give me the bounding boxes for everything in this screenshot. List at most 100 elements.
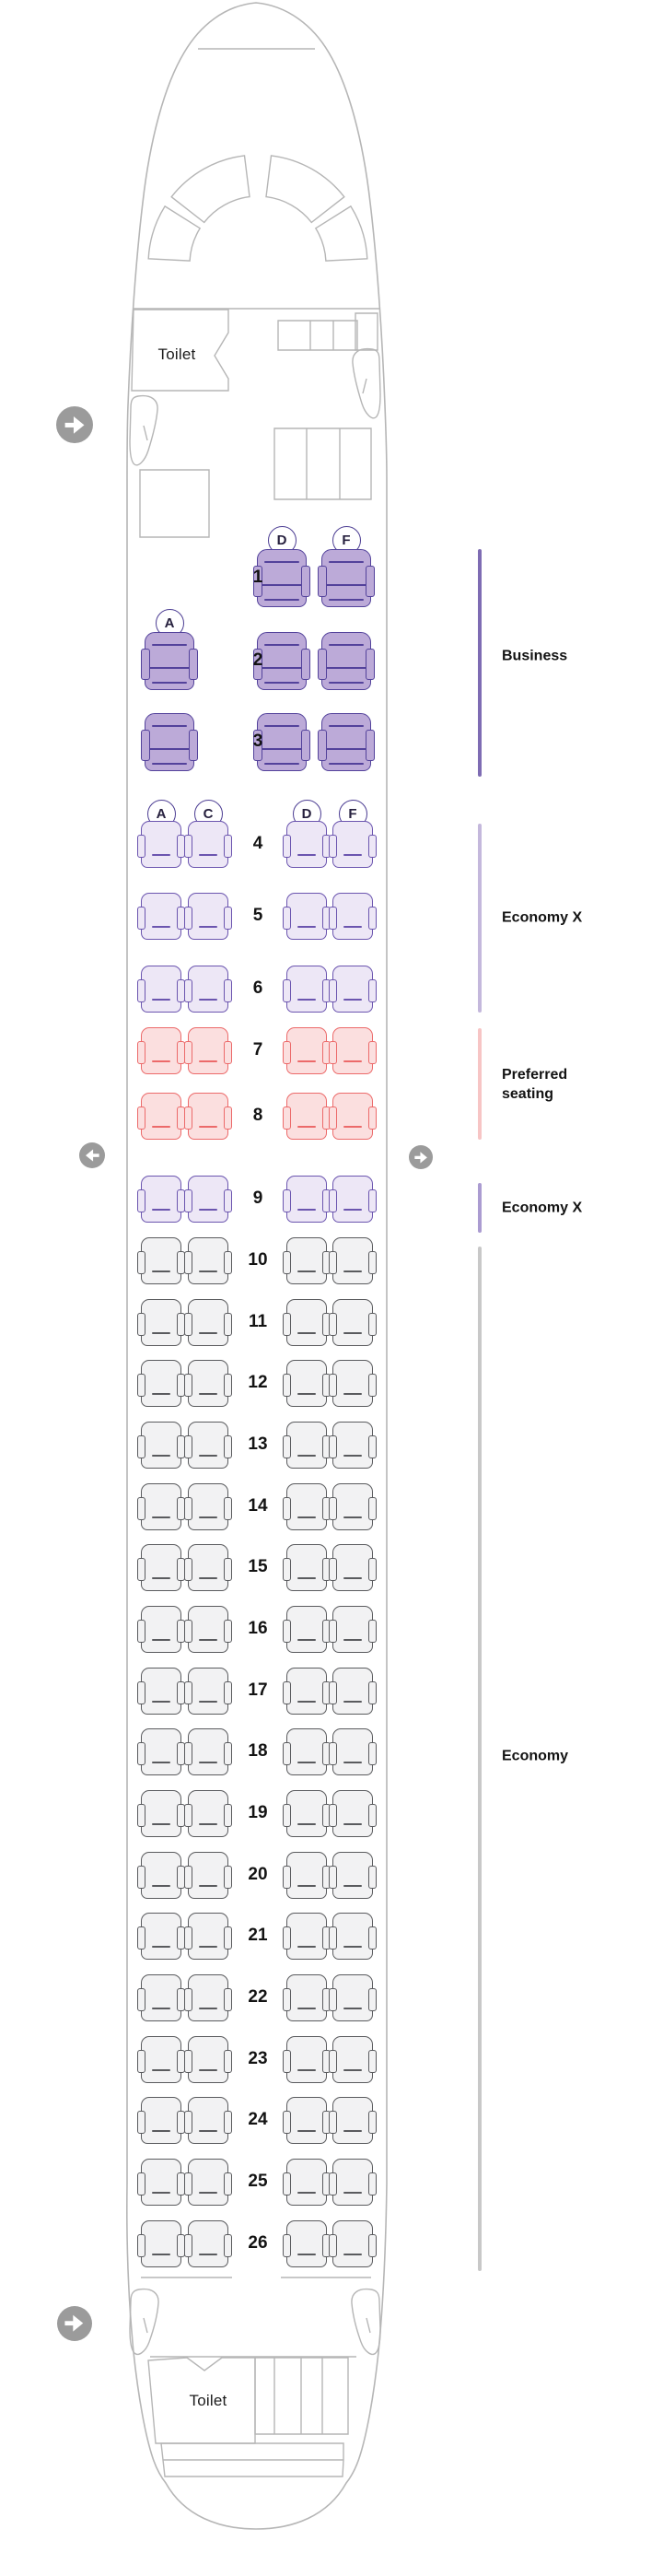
seat-19F[interactable]	[329, 1789, 377, 1837]
seat-17C[interactable]	[184, 1667, 232, 1715]
seat-10C[interactable]	[184, 1236, 232, 1284]
seat-6D[interactable]	[283, 965, 331, 1013]
seat-4F[interactable]	[329, 820, 377, 868]
seat-11F[interactable]	[329, 1298, 377, 1346]
seat-21C[interactable]	[184, 1912, 232, 1960]
seat-3A[interactable]	[141, 712, 198, 771]
seat-14C[interactable]	[184, 1482, 232, 1530]
seat-2A[interactable]	[141, 631, 198, 690]
seat-16F[interactable]	[329, 1605, 377, 1653]
seat-25C[interactable]	[184, 2158, 232, 2206]
seat-26A[interactable]	[137, 2219, 185, 2267]
seat-17F[interactable]	[329, 1667, 377, 1715]
seat-10D[interactable]	[283, 1236, 331, 1284]
seat-13A[interactable]	[137, 1421, 185, 1469]
seat-5C[interactable]	[184, 892, 232, 940]
seat-9C[interactable]	[184, 1175, 232, 1223]
seat-6F[interactable]	[329, 965, 377, 1013]
seat-12A[interactable]	[137, 1359, 185, 1407]
seat-14D[interactable]	[283, 1482, 331, 1530]
seat-24F[interactable]	[329, 2096, 377, 2144]
seat-12C[interactable]	[184, 1359, 232, 1407]
seat-7F[interactable]	[329, 1026, 377, 1074]
seat-3D[interactable]	[253, 712, 310, 771]
seat-17D[interactable]	[283, 1667, 331, 1715]
seat-2D[interactable]	[253, 631, 310, 690]
seat-4C[interactable]	[184, 820, 232, 868]
seat-2F[interactable]	[318, 631, 375, 690]
seat-14A[interactable]	[137, 1482, 185, 1530]
seat-23C[interactable]	[184, 2035, 232, 2083]
seat-18C[interactable]	[184, 1727, 232, 1775]
seat-22D[interactable]	[283, 1973, 331, 2021]
seat-22C[interactable]	[184, 1973, 232, 2021]
seat-7D[interactable]	[283, 1026, 331, 1074]
seat-23F[interactable]	[329, 2035, 377, 2083]
seat-13F[interactable]	[329, 1421, 377, 1469]
seat-4D[interactable]	[283, 820, 331, 868]
seat-19A[interactable]	[137, 1789, 185, 1837]
seat-25F[interactable]	[329, 2158, 377, 2206]
seat-18A[interactable]	[137, 1727, 185, 1775]
seat-26D[interactable]	[283, 2219, 331, 2267]
seat-22F[interactable]	[329, 1973, 377, 2021]
seat-18D[interactable]	[283, 1727, 331, 1775]
seat-15C[interactable]	[184, 1543, 232, 1591]
seat-8F[interactable]	[329, 1092, 377, 1140]
seat-15F[interactable]	[329, 1543, 377, 1591]
seat-5F[interactable]	[329, 892, 377, 940]
seat-24C[interactable]	[184, 2096, 232, 2144]
seat-1F[interactable]	[318, 548, 375, 607]
seat-26C[interactable]	[184, 2219, 232, 2267]
seat-13C[interactable]	[184, 1421, 232, 1469]
seat-12D[interactable]	[283, 1359, 331, 1407]
seat-21F[interactable]	[329, 1912, 377, 1960]
seat-5A[interactable]	[137, 892, 185, 940]
seat-15A[interactable]	[137, 1543, 185, 1591]
seat-16D[interactable]	[283, 1605, 331, 1653]
seat-20C[interactable]	[184, 1851, 232, 1899]
seat-15D[interactable]	[283, 1543, 331, 1591]
seat-25D[interactable]	[283, 2158, 331, 2206]
seat-23A[interactable]	[137, 2035, 185, 2083]
seat-24D[interactable]	[283, 2096, 331, 2144]
seat-7A[interactable]	[137, 1026, 185, 1074]
seat-20F[interactable]	[329, 1851, 377, 1899]
seat-8A[interactable]	[137, 1092, 185, 1140]
seat-3F[interactable]	[318, 712, 375, 771]
seat-23D[interactable]	[283, 2035, 331, 2083]
seat-11A[interactable]	[137, 1298, 185, 1346]
seat-6C[interactable]	[184, 965, 232, 1013]
seat-21D[interactable]	[283, 1912, 331, 1960]
seat-21A[interactable]	[137, 1912, 185, 1960]
seat-24A[interactable]	[137, 2096, 185, 2144]
seat-16A[interactable]	[137, 1605, 185, 1653]
seat-5D[interactable]	[283, 892, 331, 940]
seat-10F[interactable]	[329, 1236, 377, 1284]
seat-9A[interactable]	[137, 1175, 185, 1223]
seat-19D[interactable]	[283, 1789, 331, 1837]
seat-8D[interactable]	[283, 1092, 331, 1140]
seat-4A[interactable]	[137, 820, 185, 868]
seat-8C[interactable]	[184, 1092, 232, 1140]
seat-10A[interactable]	[137, 1236, 185, 1284]
seat-19C[interactable]	[184, 1789, 232, 1837]
seat-25A[interactable]	[137, 2158, 185, 2206]
seat-9D[interactable]	[283, 1175, 331, 1223]
seat-1D[interactable]	[253, 548, 310, 607]
seat-7C[interactable]	[184, 1026, 232, 1074]
seat-20A[interactable]	[137, 1851, 185, 1899]
seat-26F[interactable]	[329, 2219, 377, 2267]
seat-13D[interactable]	[283, 1421, 331, 1469]
seat-6A[interactable]	[137, 965, 185, 1013]
seat-20D[interactable]	[283, 1851, 331, 1899]
seat-17A[interactable]	[137, 1667, 185, 1715]
seat-11D[interactable]	[283, 1298, 331, 1346]
seat-11C[interactable]	[184, 1298, 232, 1346]
seat-16C[interactable]	[184, 1605, 232, 1653]
seat-12F[interactable]	[329, 1359, 377, 1407]
seat-14F[interactable]	[329, 1482, 377, 1530]
seat-18F[interactable]	[329, 1727, 377, 1775]
seat-22A[interactable]	[137, 1973, 185, 2021]
seat-9F[interactable]	[329, 1175, 377, 1223]
